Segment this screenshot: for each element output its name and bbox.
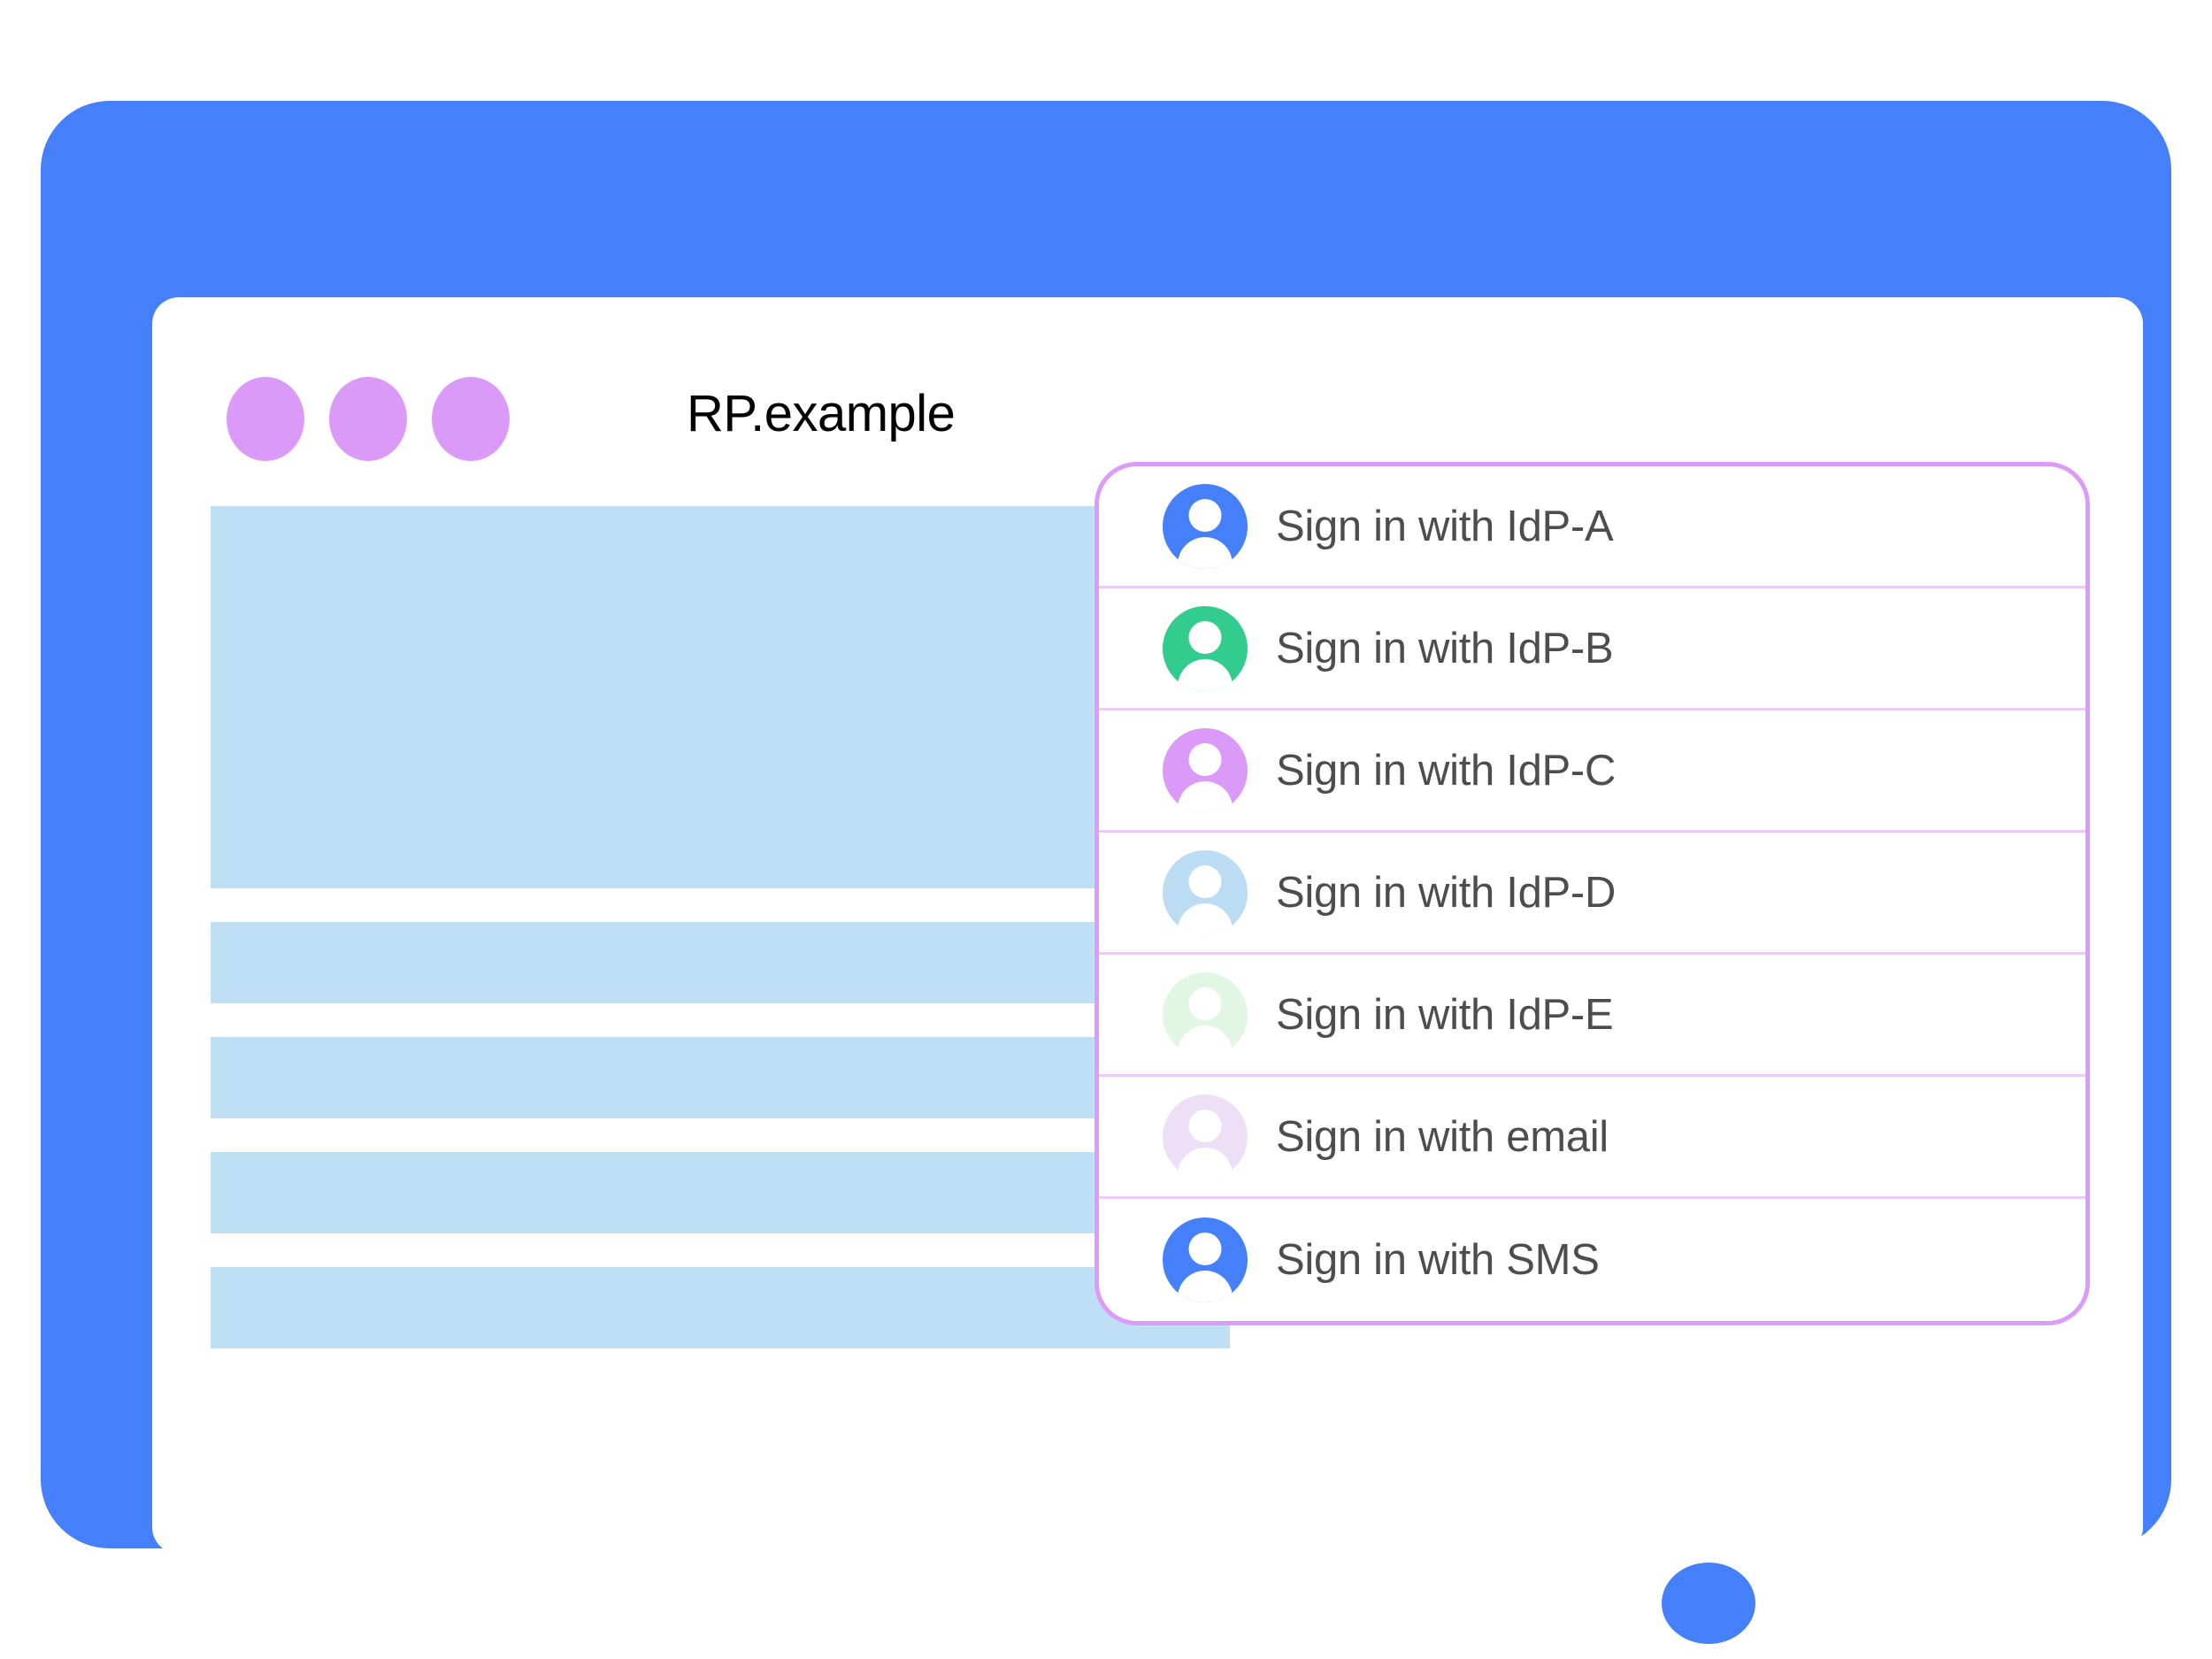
page-content-placeholders bbox=[211, 506, 1230, 1382]
content-block-bar-2 bbox=[211, 1037, 1230, 1118]
person-avatar-icon bbox=[1163, 1217, 1248, 1302]
home-button[interactable] bbox=[1662, 1563, 1755, 1644]
person-avatar-icon bbox=[1163, 1094, 1248, 1179]
avatar-body bbox=[1178, 1271, 1233, 1302]
avatar-head bbox=[1188, 864, 1222, 898]
avatar-body bbox=[1178, 902, 1233, 935]
site-title: RP.example bbox=[687, 385, 956, 442]
account-row[interactable]: Sign in with IdP-E bbox=[1099, 955, 2085, 1077]
avatar-head bbox=[1188, 742, 1222, 776]
device-frame: RP.example Sign in with IdP-A bbox=[41, 101, 2171, 1649]
account-row[interactable]: Sign in with IdP-A bbox=[1099, 466, 2085, 588]
avatar-head bbox=[1188, 987, 1222, 1020]
window-dot-icon-3[interactable] bbox=[432, 377, 510, 461]
account-row[interactable]: Sign in with IdP-C bbox=[1099, 710, 2085, 833]
account-row-label: Sign in with email bbox=[1276, 1112, 1609, 1161]
account-row-label: Sign in with IdP-D bbox=[1276, 868, 1617, 917]
browser-title-bar: RP.example bbox=[152, 297, 2143, 461]
avatar-head bbox=[1188, 498, 1222, 532]
account-row-label: Sign in with IdP-C bbox=[1276, 746, 1617, 795]
bezel-gap-right bbox=[1784, 1554, 1821, 1649]
account-chooser-panel: Sign in with IdP-A Sign in with IdP-B Si… bbox=[1094, 462, 2090, 1325]
avatar-body bbox=[1178, 658, 1233, 691]
account-row[interactable]: Sign in with IdP-B bbox=[1099, 588, 2085, 710]
content-block-hero bbox=[211, 506, 1230, 888]
account-row[interactable]: Sign in with IdP-D bbox=[1099, 833, 2085, 955]
avatar-body bbox=[1178, 1025, 1233, 1057]
browser-screen: RP.example Sign in with IdP-A bbox=[152, 297, 2143, 1554]
window-dot-icon-1[interactable] bbox=[227, 377, 304, 461]
content-block-bar-1 bbox=[211, 922, 1230, 1003]
avatar-head bbox=[1188, 620, 1222, 654]
account-row[interactable]: Sign in with SMS bbox=[1099, 1199, 2085, 1321]
person-avatar-icon bbox=[1163, 972, 1248, 1057]
window-dot-icon-2[interactable] bbox=[329, 377, 407, 461]
person-avatar-icon bbox=[1163, 483, 1248, 569]
avatar-body bbox=[1178, 536, 1233, 569]
bezel-gap-left bbox=[1624, 1554, 1662, 1649]
content-block-bar-4 bbox=[211, 1267, 1230, 1348]
avatar-body bbox=[1178, 1147, 1233, 1179]
person-avatar-icon bbox=[1163, 605, 1248, 691]
person-avatar-icon bbox=[1163, 727, 1248, 813]
account-row-label: Sign in with IdP-B bbox=[1276, 624, 1614, 672]
person-avatar-icon bbox=[1163, 849, 1248, 935]
avatar-head bbox=[1188, 1109, 1222, 1142]
account-row-label: Sign in with SMS bbox=[1276, 1236, 1600, 1284]
account-row-label: Sign in with IdP-A bbox=[1276, 502, 1614, 550]
avatar-head bbox=[1188, 1233, 1222, 1265]
account-row[interactable]: Sign in with email bbox=[1099, 1077, 2085, 1199]
account-row-label: Sign in with IdP-E bbox=[1276, 990, 1614, 1039]
avatar-body bbox=[1178, 780, 1233, 813]
content-block-bar-3 bbox=[211, 1152, 1230, 1233]
